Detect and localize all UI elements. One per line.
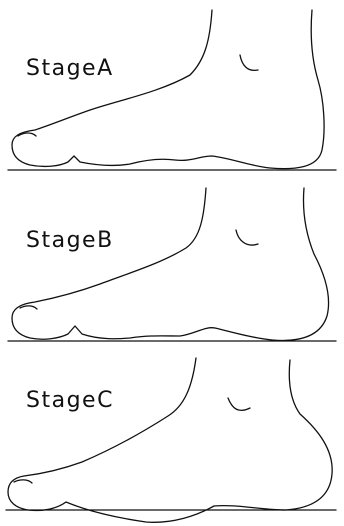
stage-b-foot-drawing xyxy=(0,178,344,350)
stage-b-toenail xyxy=(20,306,37,309)
stage-c-foot-outline xyxy=(8,358,332,522)
stage-c-panel: StageC xyxy=(0,350,344,526)
stage-a-ankle-mark xyxy=(240,55,258,70)
stage-a-panel: StageA xyxy=(0,0,344,178)
stage-c-foot-drawing xyxy=(0,350,344,526)
stage-c-ankle-mark xyxy=(228,398,250,410)
stage-a-foot-outline xyxy=(12,10,324,169)
stage-b-panel: StageB xyxy=(0,178,344,350)
stage-a-foot-drawing xyxy=(0,0,344,178)
stage-b-ankle-mark xyxy=(236,230,258,245)
stage-b-foot-outline xyxy=(12,188,329,340)
stage-c-toenail xyxy=(14,480,32,483)
